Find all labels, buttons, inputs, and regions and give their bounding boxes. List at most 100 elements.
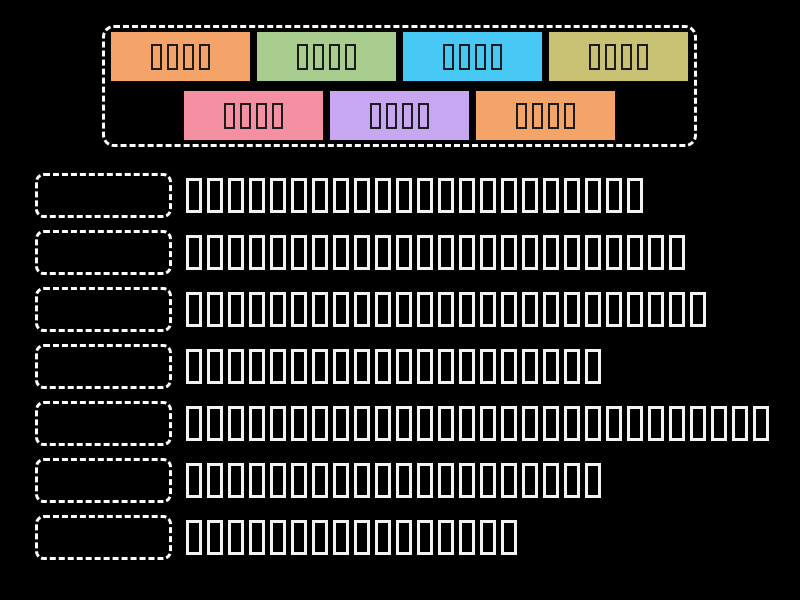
question-row-1: [35, 173, 800, 218]
word-tile-7[interactable]: [474, 89, 617, 142]
tofu-glyph: [354, 349, 370, 384]
tofu-glyph: [396, 463, 412, 498]
tofu-glyph: [249, 178, 265, 213]
tofu-glyph: [291, 292, 307, 327]
tofu-glyph: [207, 463, 223, 498]
tofu-glyph: [228, 235, 244, 270]
tofu-glyph: [459, 349, 475, 384]
tofu-glyph: [228, 463, 244, 498]
answer-slot-2[interactable]: [35, 230, 172, 275]
tofu-glyph: [438, 349, 454, 384]
word-tile-3[interactable]: [401, 30, 544, 83]
tofu-glyph: [606, 406, 622, 441]
tofu-glyph: [270, 406, 286, 441]
tofu-glyph: [375, 406, 391, 441]
tofu-glyph: [370, 102, 381, 129]
tofu-glyph: [648, 235, 664, 270]
tofu-glyph: [648, 406, 664, 441]
tofu-glyph: [312, 406, 328, 441]
tofu-glyph: [543, 292, 559, 327]
tofu-glyph: [711, 406, 727, 441]
word-tile-6[interactable]: [328, 89, 471, 142]
tofu-glyph: [228, 349, 244, 384]
tofu-glyph: [438, 463, 454, 498]
tofu-glyph: [606, 178, 622, 213]
tofu-glyph: [543, 406, 559, 441]
tofu-glyph: [312, 292, 328, 327]
tofu-glyph: [386, 102, 397, 129]
tofu-glyph: [186, 463, 202, 498]
tofu-glyph: [291, 349, 307, 384]
tofu-glyph: [312, 349, 328, 384]
tofu-glyph: [354, 235, 370, 270]
tofu-glyph: [249, 235, 265, 270]
tofu-glyph: [297, 43, 308, 70]
tofu-glyph: [256, 102, 267, 129]
answer-slot-6[interactable]: [35, 458, 172, 503]
tofu-glyph: [312, 463, 328, 498]
tofu-glyph: [417, 520, 433, 555]
word-tile-2[interactable]: [255, 30, 398, 83]
tofu-glyph: [516, 102, 527, 129]
tofu-glyph: [291, 520, 307, 555]
answer-slot-1[interactable]: [35, 173, 172, 218]
tofu-glyph: [240, 102, 251, 129]
tofu-glyph: [375, 292, 391, 327]
tofu-glyph: [313, 43, 324, 70]
tofu-glyph: [167, 43, 178, 70]
word-tile-4[interactable]: [547, 30, 690, 83]
tofu-glyph: [207, 292, 223, 327]
tofu-glyph: [333, 292, 349, 327]
tofu-glyph: [270, 292, 286, 327]
tofu-glyph: [417, 406, 433, 441]
tofu-glyph: [207, 178, 223, 213]
tofu-glyph: [585, 349, 601, 384]
tofu-glyph: [522, 406, 538, 441]
tofu-glyph: [669, 292, 685, 327]
tofu-glyph: [354, 463, 370, 498]
tofu-glyph: [543, 349, 559, 384]
tofu-glyph: [186, 349, 202, 384]
tofu-glyph: [438, 406, 454, 441]
tofu-glyph: [375, 520, 391, 555]
tofu-glyph: [224, 102, 235, 129]
tofu-glyph: [333, 406, 349, 441]
tofu-glyph: [564, 102, 575, 129]
question-text-2: [186, 235, 690, 270]
question-text-3: [186, 292, 711, 327]
answer-slot-3[interactable]: [35, 287, 172, 332]
tofu-glyph: [199, 43, 210, 70]
tofu-glyph: [606, 292, 622, 327]
tofu-glyph: [291, 235, 307, 270]
answer-slot-4[interactable]: [35, 344, 172, 389]
tofu-glyph: [459, 463, 475, 498]
tofu-glyph: [333, 349, 349, 384]
word-tile-5[interactable]: [182, 89, 325, 142]
tofu-glyph: [606, 235, 622, 270]
tofu-glyph: [627, 235, 643, 270]
tofu-glyph: [564, 178, 580, 213]
tofu-glyph: [438, 520, 454, 555]
tofu-glyph: [354, 406, 370, 441]
tofu-glyph: [585, 178, 601, 213]
tofu-glyph: [480, 178, 496, 213]
tofu-glyph: [690, 406, 706, 441]
question-row-5: [35, 401, 800, 446]
tofu-glyph: [186, 178, 202, 213]
word-tile-1[interactable]: [109, 30, 252, 83]
tofu-glyph: [329, 43, 340, 70]
tofu-glyph: [186, 406, 202, 441]
tofu-glyph: [354, 178, 370, 213]
tofu-glyph: [417, 292, 433, 327]
answer-slot-5[interactable]: [35, 401, 172, 446]
tofu-glyph: [207, 349, 223, 384]
tofu-glyph: [207, 406, 223, 441]
answer-slot-7[interactable]: [35, 515, 172, 560]
tofu-glyph: [501, 235, 517, 270]
tofu-glyph: [543, 235, 559, 270]
tofu-glyph: [396, 235, 412, 270]
question-row-4: [35, 344, 800, 389]
word-bank: [102, 25, 697, 147]
question-row-7: [35, 515, 800, 560]
tofu-glyph: [522, 292, 538, 327]
